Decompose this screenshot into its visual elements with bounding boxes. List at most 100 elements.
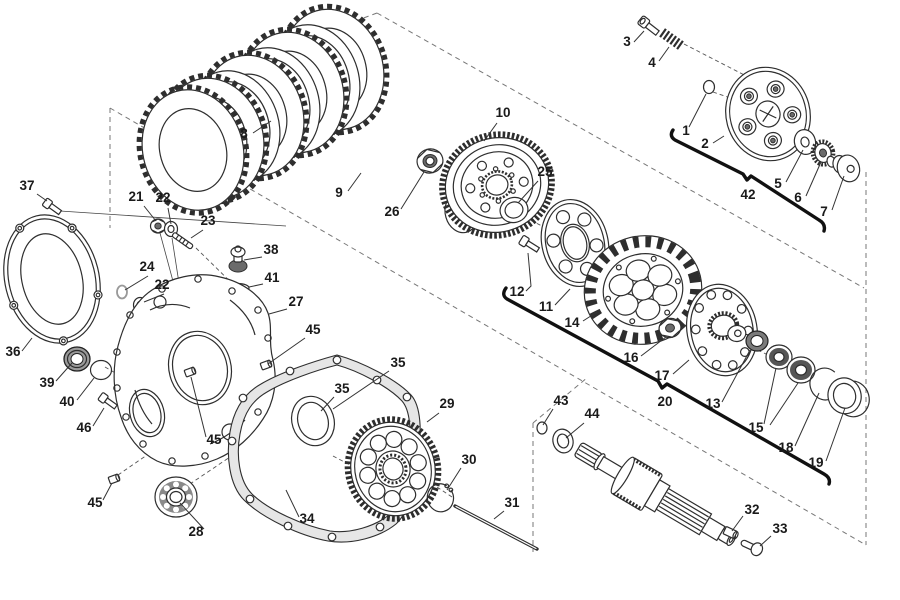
part-bearing-28 [154,476,198,518]
part-label-24: 24 [139,259,155,274]
part-label-27: 27 [288,294,303,309]
part-pin-32 [722,526,739,540]
leader-line-28 [179,502,205,530]
part-label-32: 32 [744,502,759,517]
part-bolt-46 [97,392,119,410]
part-label-46: 46 [76,420,92,435]
part-label-35: 35 [390,355,406,370]
leader-line-24 [124,275,149,291]
leader-line-1 [688,93,707,128]
leader-line-27 [268,308,288,315]
bracket-20 [502,286,832,486]
part-screw-12 [518,235,541,253]
part-screw-37 [41,197,63,216]
part-dowel-pin-45a [259,359,273,371]
leader-line-19 [825,407,846,462]
leader-line-45 [102,482,113,501]
part-label-30: 30 [461,452,476,467]
leader-line-5 [785,149,804,183]
part-label-22: 22 [154,277,169,292]
part-label-16: 16 [623,350,639,365]
part-label-21: 21 [128,189,144,204]
part-primary-gear-10 [439,131,555,239]
part-label-8: 8 [240,126,248,141]
leader-line-2 [712,135,725,144]
part-label-43: 43 [553,393,569,408]
part-label-26: 26 [384,204,400,219]
part-shim-25 [499,196,529,224]
part-lock-nut-26 [416,148,444,174]
part-ring-35 [290,395,336,447]
part-label-28: 28 [188,524,204,539]
part-label-45: 45 [87,495,103,510]
leader-line-37 [36,193,48,202]
part-nut-16 [658,317,682,339]
part-label-3: 3 [623,34,631,49]
part-clutch-drum-14 [583,235,703,345]
leader-line-38 [243,256,263,261]
part-breather-valve-38 [228,245,248,273]
leader-line-9 [347,172,362,192]
leader-line-23 [190,229,204,239]
part-label-35: 35 [334,381,350,396]
leader-line-14 [582,311,598,322]
part-bearing-15b [786,356,816,384]
part-oring-24 [116,284,128,300]
part-label-18: 18 [778,440,794,455]
part-seal-ring-13 [745,330,769,352]
leader-line-29 [426,412,440,423]
leader-line-35 [332,370,390,410]
part-label-19: 19 [808,455,823,470]
part-label-6: 6 [794,190,802,205]
part-hub-17 [686,283,758,377]
leader-line-35 [320,396,335,412]
leader-line-36 [21,337,33,352]
leader-line-22 [167,207,172,225]
leader-line-30 [446,467,462,491]
part-collar-19 [827,377,870,418]
part-cover-ring-36 [3,214,103,346]
part-ring-43 [536,421,548,435]
part-pushrod-31 [453,504,539,551]
part-spring-4 [659,28,684,50]
part-label-39: 39 [39,375,54,390]
part-label-31: 31 [504,495,520,510]
leader-line-8 [252,120,272,134]
part-dowel-pin-45c [107,473,121,485]
part-label-1: 1 [682,123,690,138]
part-label-11: 11 [539,299,554,314]
leader-line-15 [763,367,777,425]
part-nut-21 [149,218,167,234]
part-label-25: 25 [537,164,553,179]
leader-line-12 [525,252,532,292]
part-label-23: 23 [200,213,216,228]
part-label-29: 29 [439,396,454,411]
leader-line-11 [554,288,571,306]
bracket-42 [669,128,827,233]
part-label-4: 4 [648,55,656,70]
part-oring-40 [89,359,113,381]
part-star-washer-6 [810,139,836,167]
part-label-34: 34 [299,511,315,526]
part-label-22: 22 [155,190,170,205]
part-pressure-plate-2 [725,66,811,162]
part-label-20: 20 [657,394,672,409]
leader-line-43 [542,408,554,426]
part-label-45: 45 [206,432,222,447]
part-label-13: 13 [705,396,721,411]
part-label-15: 15 [748,420,764,435]
leader-line-45 [190,376,207,438]
part-bolt-3 [637,15,660,37]
leader-line-40 [76,377,95,401]
part-label-41: 41 [264,270,280,285]
part-label-12: 12 [509,284,524,299]
part-label-7: 7 [820,204,828,219]
leader-line-7 [831,175,845,211]
leader-line-4 [658,46,670,62]
part-label-37: 37 [19,178,34,193]
leader-line-39 [55,362,73,382]
part-cap-7 [826,154,861,183]
leader-line-13 [721,349,751,403]
part-label-36: 36 [5,344,21,359]
leader-line-46 [92,407,105,427]
